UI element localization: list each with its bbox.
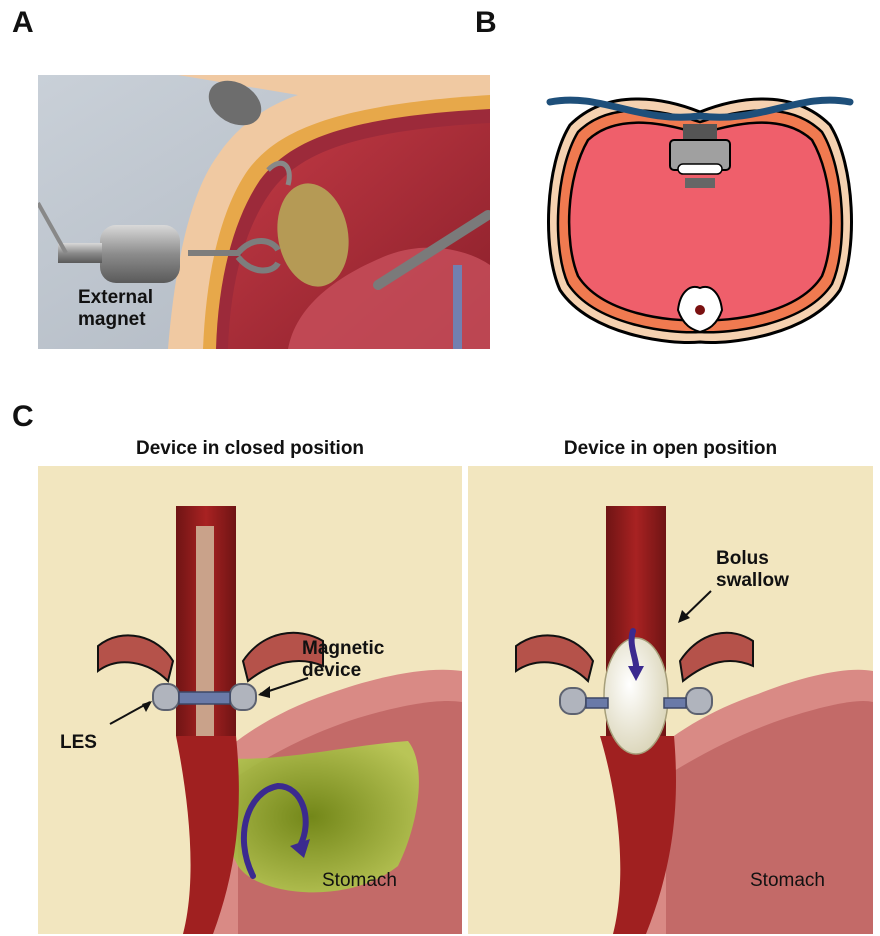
- les-label: LES: [60, 732, 97, 754]
- panel-c-closed: Magnetic device LES Stomach: [38, 466, 462, 934]
- device-top: [683, 124, 717, 140]
- panel-c-open: Bolus swallow Stomach: [468, 466, 873, 934]
- magnetic-link-right: [664, 698, 686, 708]
- magnetic-ring-right: [230, 684, 256, 710]
- magnetic-device-label: Magnetic device: [302, 638, 384, 683]
- magnetic-link-left: [586, 698, 608, 708]
- panel-b-crosssection: [540, 80, 860, 350]
- stomach-label-closed: Stomach: [322, 870, 397, 892]
- panel-a-illustration: External magnet: [38, 75, 490, 349]
- magnetic-ring-center: [179, 692, 230, 704]
- open-position-title: Device in open position: [468, 438, 873, 460]
- panel-a-letter: A: [12, 8, 34, 38]
- device-slot: [678, 164, 722, 174]
- panel-b-letter: B: [475, 8, 497, 38]
- probe: [453, 265, 462, 349]
- chest-crosssection-graphic: [540, 80, 860, 350]
- magnetic-ring-left: [153, 684, 179, 710]
- spinal-cord: [695, 305, 705, 315]
- panel-c-letter: C: [12, 402, 34, 432]
- stomach-label-open: Stomach: [750, 870, 825, 892]
- closed-position-title: Device in closed position: [38, 438, 462, 460]
- device-bottom: [685, 178, 715, 188]
- bolus-swallow-label: Bolus swallow: [716, 548, 789, 593]
- magnetic-ring-right: [686, 688, 712, 714]
- closed-esophagus-graphic: [38, 466, 462, 934]
- magnetic-ring-left: [560, 688, 586, 714]
- open-esophagus-graphic: [468, 466, 873, 934]
- external-magnet-body: [100, 225, 180, 283]
- external-magnet-label: External magnet: [78, 287, 153, 332]
